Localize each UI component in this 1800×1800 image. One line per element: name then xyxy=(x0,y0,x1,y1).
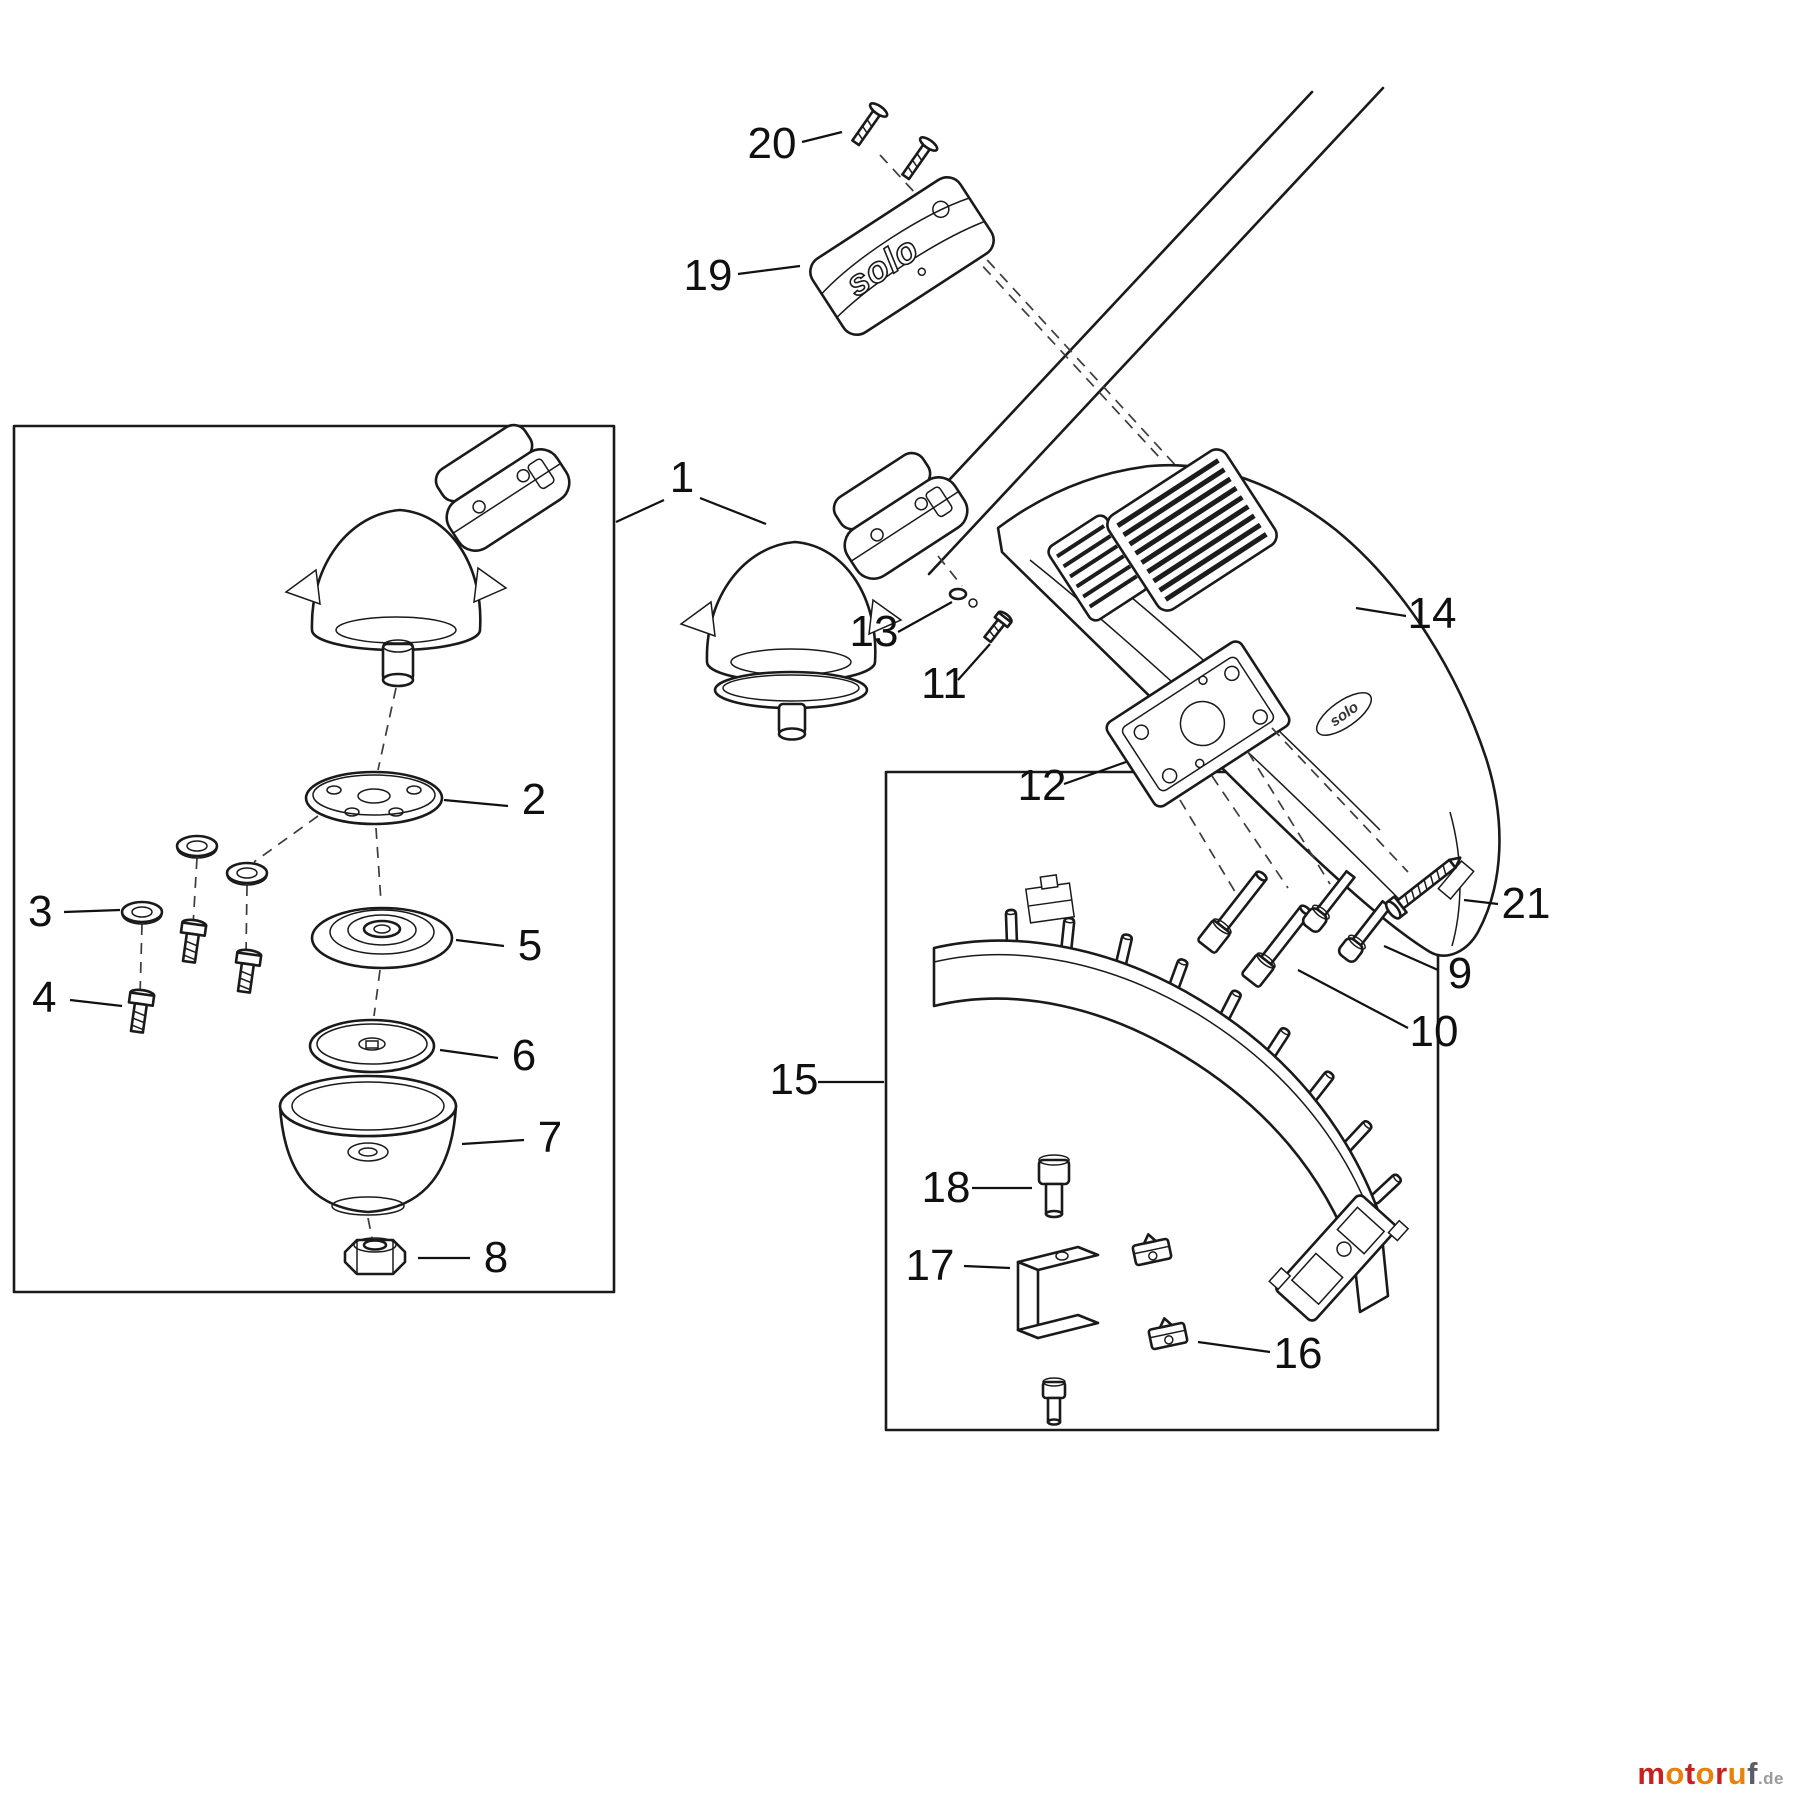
part-2-flange-disc xyxy=(304,770,444,826)
inset-box-gearhead-assembly xyxy=(12,424,616,1294)
callout-labels: 1 2 3 4 5 6 7 8 9 10 11 12 13 14 15 16 1… xyxy=(28,119,1550,1378)
callout-6: 6 xyxy=(512,1031,536,1080)
part-5-bearing-hub xyxy=(310,906,454,970)
leader-6 xyxy=(439,1048,499,1060)
part-18-screw-lower xyxy=(1041,1377,1067,1426)
watermark-letter: o xyxy=(1695,1756,1716,1791)
part-20-screw-a xyxy=(851,102,889,147)
callout-5: 5 xyxy=(518,921,542,970)
stack-dash-f xyxy=(245,884,248,957)
leader-1a xyxy=(615,499,665,523)
callout-19: 19 xyxy=(684,251,733,300)
leader-7 xyxy=(461,1138,525,1146)
stack-dash-i xyxy=(937,555,963,587)
watermark-letter: f xyxy=(1747,1756,1758,1791)
watermark-suffix: .de xyxy=(1757,1769,1784,1788)
callout-2: 2 xyxy=(522,775,546,824)
stack-dash-b xyxy=(375,827,382,903)
callout-12: 12 xyxy=(1018,761,1067,810)
callout-14: 14 xyxy=(1408,589,1457,638)
shaft-tube xyxy=(891,86,1385,576)
part-8-nut xyxy=(343,1237,407,1276)
part-20-screw-b xyxy=(901,136,939,181)
part-9-screw-b xyxy=(1337,899,1392,963)
callout-1: 1 xyxy=(670,453,694,502)
fastener-dash-3 xyxy=(1179,799,1241,901)
callout-21: 21 xyxy=(1502,879,1551,928)
leader-13 xyxy=(897,601,953,633)
callout-3: 3 xyxy=(28,887,52,936)
part-1-gear-head-left xyxy=(284,423,571,688)
callout-8: 8 xyxy=(484,1233,508,1282)
leader-2 xyxy=(443,798,509,808)
alignment-dash-1 xyxy=(879,154,1161,459)
part-13-washer xyxy=(948,587,978,608)
ribbed-housing-small xyxy=(1047,514,1149,622)
leader-14 xyxy=(1355,606,1407,618)
part-6-disc-washer xyxy=(308,1018,436,1074)
stack-dash-h xyxy=(253,815,319,863)
part-7-cup xyxy=(278,1074,458,1216)
leader-11 xyxy=(957,643,991,681)
stack-dash-c xyxy=(373,969,381,1017)
part-10-screw-a xyxy=(1197,870,1268,954)
callout-9: 9 xyxy=(1448,949,1472,998)
watermark-letter: u xyxy=(1727,1756,1748,1791)
part-9-screw-a xyxy=(1301,869,1356,933)
part-18-screw xyxy=(1037,1154,1071,1219)
leader-3 xyxy=(63,908,121,914)
watermark-letter: t xyxy=(1684,1756,1696,1791)
ribbed-housing-main xyxy=(1106,448,1278,612)
callout-17: 17 xyxy=(906,1241,955,1290)
callout-13: 13 xyxy=(850,607,899,656)
leader-16 xyxy=(1197,1340,1271,1354)
callout-7: 7 xyxy=(538,1113,562,1162)
part-11-set-screw xyxy=(983,610,1013,644)
fastener-dash-2 xyxy=(1247,751,1331,885)
guard-end-bracket xyxy=(1268,1194,1410,1322)
watermark-logo[interactable]: motoruf.de xyxy=(1637,1756,1784,1792)
leader-17 xyxy=(963,1264,1011,1270)
stack-dash-g xyxy=(139,923,143,997)
leader-10 xyxy=(1297,969,1409,1029)
callout-11: 11 xyxy=(921,659,967,708)
callout-15: 15 xyxy=(770,1055,819,1104)
part-4-screws xyxy=(127,918,263,1034)
leader-lines xyxy=(63,130,1499,1354)
watermark-letter: m xyxy=(1637,1756,1666,1791)
leader-5 xyxy=(455,938,505,948)
callout-18: 18 xyxy=(922,1163,971,1212)
callout-10: 10 xyxy=(1410,1007,1459,1056)
part-1-gear-head-main xyxy=(679,451,969,741)
part-3-rings xyxy=(120,834,269,925)
watermark-letter: o xyxy=(1665,1756,1685,1791)
part-16-clip-nut-b xyxy=(1147,1317,1189,1351)
leader-19 xyxy=(737,264,801,276)
leader-1b xyxy=(699,496,767,526)
part-19-shaft-cover: solo xyxy=(809,176,995,336)
leader-9 xyxy=(1383,944,1439,972)
leader-4 xyxy=(69,998,123,1008)
part-21-threaded-screw xyxy=(1384,856,1462,920)
callout-20: 20 xyxy=(748,119,797,168)
fastener-dash-4 xyxy=(1271,727,1409,873)
stack-dash-d xyxy=(367,1217,373,1239)
part-12-mounting-plate xyxy=(1105,640,1291,808)
leader-21 xyxy=(1463,898,1499,906)
callout-16: 16 xyxy=(1274,1329,1323,1378)
watermark-letter: r xyxy=(1715,1756,1728,1791)
part-16-clip-nut-a xyxy=(1131,1233,1173,1267)
stack-dash-a xyxy=(377,687,397,771)
stack-dash-e xyxy=(192,857,198,927)
part-17-u-bracket xyxy=(1016,1245,1100,1340)
part-15-guard-extension xyxy=(932,874,1410,1322)
fastener-dash-1 xyxy=(1211,775,1289,889)
callout-4: 4 xyxy=(32,973,56,1022)
part-10-screw-b xyxy=(1241,904,1312,988)
leader-20 xyxy=(801,130,843,144)
leader-12 xyxy=(1063,760,1127,786)
